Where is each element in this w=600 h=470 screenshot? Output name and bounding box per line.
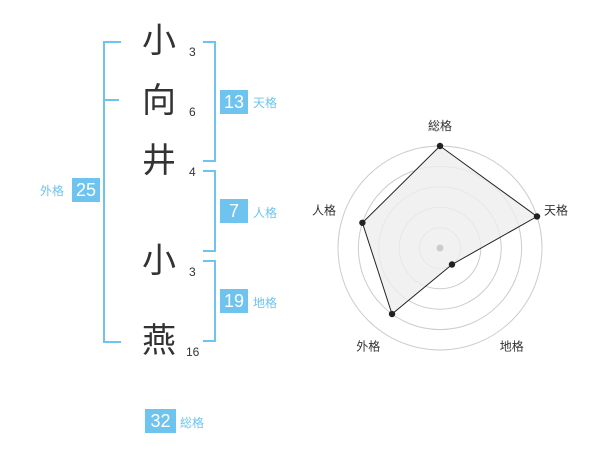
stroke-count-1: 3	[189, 45, 196, 59]
gaikaku-value: 25	[72, 178, 100, 202]
radar-axis-label-1: 総格	[428, 118, 452, 133]
chikaku-label: 地格	[253, 296, 278, 310]
soukaku-value: 32	[145, 409, 176, 433]
tenkaku-label: 天格	[253, 96, 278, 110]
jinkaku-value: 7	[220, 199, 248, 223]
radar-point-3	[448, 261, 456, 268]
name-char-1: 小	[142, 21, 176, 61]
radar-axis-label-3: 地格	[500, 339, 524, 354]
chikaku-value: 19	[220, 289, 248, 313]
gaikaku-label: 外格	[40, 184, 65, 198]
name-char-2: 向	[142, 81, 176, 121]
stroke-count-4: 3	[189, 265, 196, 279]
name-char-5: 燕	[142, 321, 176, 361]
radar-axis-label-4: 外格	[356, 339, 380, 354]
radar-point-1	[436, 142, 444, 150]
radar-axis-label-2: 天格	[544, 202, 568, 217]
chikaku-bracket	[203, 260, 216, 342]
gaikaku-bracket-mid-tick	[105, 99, 119, 101]
name-char-4: 小	[142, 241, 176, 281]
jinkaku-label: 人格	[253, 206, 278, 220]
stroke-count-2: 6	[189, 105, 196, 119]
radar-point-2	[533, 213, 541, 220]
stroke-count-5: 16	[186, 345, 200, 359]
radar-data-polygon	[361, 145, 538, 315]
radar-center-dot	[436, 244, 444, 252]
radar-point-4	[388, 310, 396, 318]
gaikaku-bracket	[103, 41, 121, 343]
stroke-count-3: 4	[189, 165, 196, 179]
radar-point-5	[359, 219, 366, 226]
tenkaku-value: 13	[220, 90, 248, 114]
name-char-3: 井	[142, 141, 176, 181]
tenkaku-bracket	[203, 41, 216, 162]
jinkaku-bracket	[203, 170, 216, 252]
soukaku-label: 総格	[180, 416, 205, 430]
radar-axis-label-5: 人格	[312, 202, 336, 217]
